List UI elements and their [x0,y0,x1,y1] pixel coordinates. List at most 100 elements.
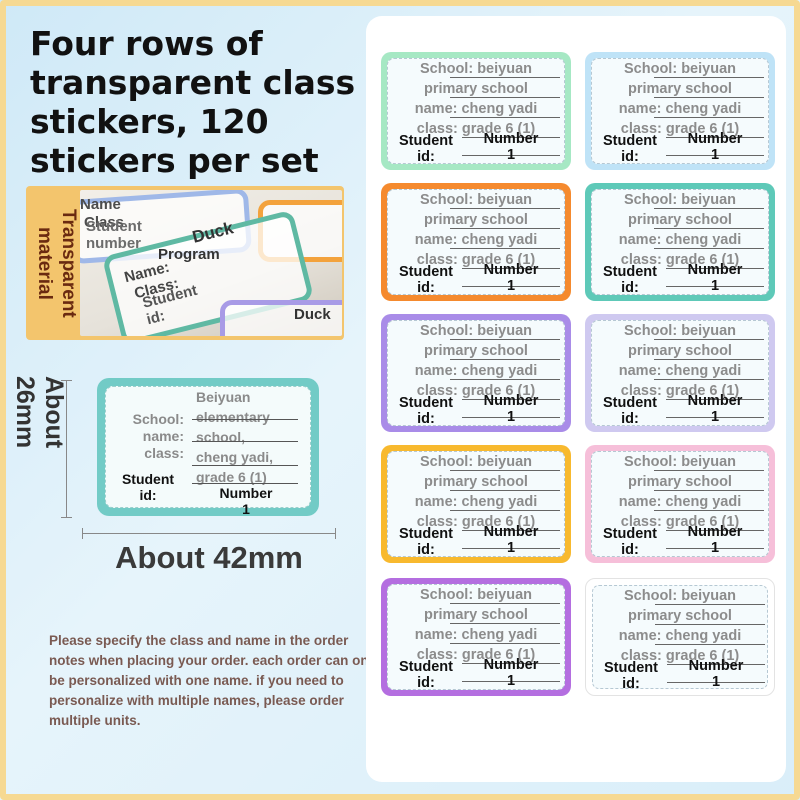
sticker-underline [450,117,560,118]
sticker-number-label: Number 1 [687,131,743,163]
photo-sticker-purple [220,300,342,336]
sticker-underline [655,644,765,645]
sticker-school-line-2: primary school [628,81,732,97]
sticker-student-id-label: Student id: [399,395,453,426]
sticker-school-line-2: primary school [424,81,528,97]
sticker-underline [450,228,560,229]
sticker-student-id-label: Student id: [399,659,453,690]
sample-sticker-values: Beiyuan elementary school, cheng yadi, g… [196,389,274,485]
sticker-student-id-label: Student id: [604,660,658,689]
sample-student-id-label: Student id: [121,471,175,503]
sticker-student-id-label: Student id: [603,264,657,295]
sticker-underline [666,548,764,549]
transparent-material-label: Transparent material [34,208,79,318]
sticker-underline [654,490,764,491]
sticker-inner: School: beiyuan primary school name: cheng… [387,58,565,164]
sample-underline-2 [192,441,298,442]
sticker-6: School: beiyuan primary school name: cheng… [585,314,775,432]
sticker-class-line: class: grade 6 (1) [416,252,536,268]
sticker-underline [450,379,560,380]
sample-underline-1 [192,419,298,420]
sticker-number-label: Number 1 [483,131,539,163]
sticker-student-id-label: Student id: [603,133,657,164]
sample-sticker-labels: School: name: class: [132,411,184,461]
sticker-name-line: name: cheng yadi [618,101,742,117]
sticker-student-id-label: Student id: [399,133,453,164]
sticker-school-line: School: beiyuan [624,323,736,339]
sticker-class-line: class: grade 6 (1) [620,252,740,268]
sticker-class-line: class: grade 6 (1) [620,121,740,137]
sticker-inner: School: beiyuan primary school name: cheng… [591,58,769,164]
sticker-name-line: name: cheng yadi [414,494,538,510]
sticker-school-line: School: beiyuan [624,454,736,470]
sticker-school-line: School: beiyuan [420,61,532,77]
sticker-number-label: Number 1 [688,658,744,689]
sticker-underline [666,417,764,418]
sticker-underline [450,490,560,491]
sticker-name-line: name: cheng yadi [618,494,742,510]
photo-text-class: Class [84,214,125,231]
sample-number-label: Number 1 [219,485,273,517]
width-tick-left [82,528,83,539]
sticker-student-id-label: Student id: [603,395,657,426]
sticker-underline [666,268,764,269]
sticker-underline [654,359,764,360]
sticker-underline [450,77,560,78]
sticker-underline [654,470,764,471]
width-dimension-line [82,533,336,534]
sticker-name-line: name: cheng yadi [414,363,538,379]
sticker-underline [654,97,764,98]
sticker-school-line-2: primary school [628,343,732,359]
sticker-student-id-label: Student id: [399,526,453,557]
sticker-underline [654,379,764,380]
sticker-class-line: class: grade 6 (1) [620,648,740,664]
sticker-underline [450,603,560,604]
sticker-7: School: beiyuan primary school name: cheng… [381,445,571,563]
product-photo: Name Class Student number Duck Program N… [80,190,342,336]
sticker-underline [462,155,560,156]
sticker-number-label: Number 1 [687,524,743,556]
sticker-underline [462,548,560,549]
sample-underline-3 [192,465,298,466]
sticker-underline [667,664,765,665]
sticker-school-line: School: beiyuan [420,587,532,603]
sticker-underline [666,286,764,287]
sticker-name-line: name: cheng yadi [618,628,742,644]
sticker-name-line: name: cheng yadi [618,363,742,379]
height-dimension-line [66,380,67,518]
sticker-school-line-2: primary school [424,474,528,490]
sticker-underline [666,155,764,156]
sticker-underline [654,117,764,118]
sticker-name-line: name: cheng yadi [414,101,538,117]
sticker-underline [666,137,764,138]
sticker-underline [450,208,560,209]
sticker-name-line: name: cheng yadi [618,232,742,248]
sticker-underline [654,228,764,229]
sticker-underline [654,248,764,249]
sticker-school-line-2: primary school [424,607,528,623]
sticker-underline [462,663,560,664]
sticker-school-line: School: beiyuan [420,454,532,470]
sticker-2: School: beiyuan primary school name: cheng… [585,52,775,170]
width-tick-right [335,528,336,539]
sticker-underline [462,681,560,682]
sticker-number-label: Number 1 [483,657,539,689]
sticker-school-line: School: beiyuan [420,323,532,339]
sticker-underline [462,268,560,269]
sticker-class-line: class: grade 6 (1) [416,121,536,137]
sticker-school-line-2: primary school [628,212,732,228]
sticker-underline [462,286,560,287]
sticker-number-label: Number 1 [687,393,743,425]
photo-text-program: Program [158,246,220,263]
sticker-school-line: School: beiyuan [624,61,736,77]
